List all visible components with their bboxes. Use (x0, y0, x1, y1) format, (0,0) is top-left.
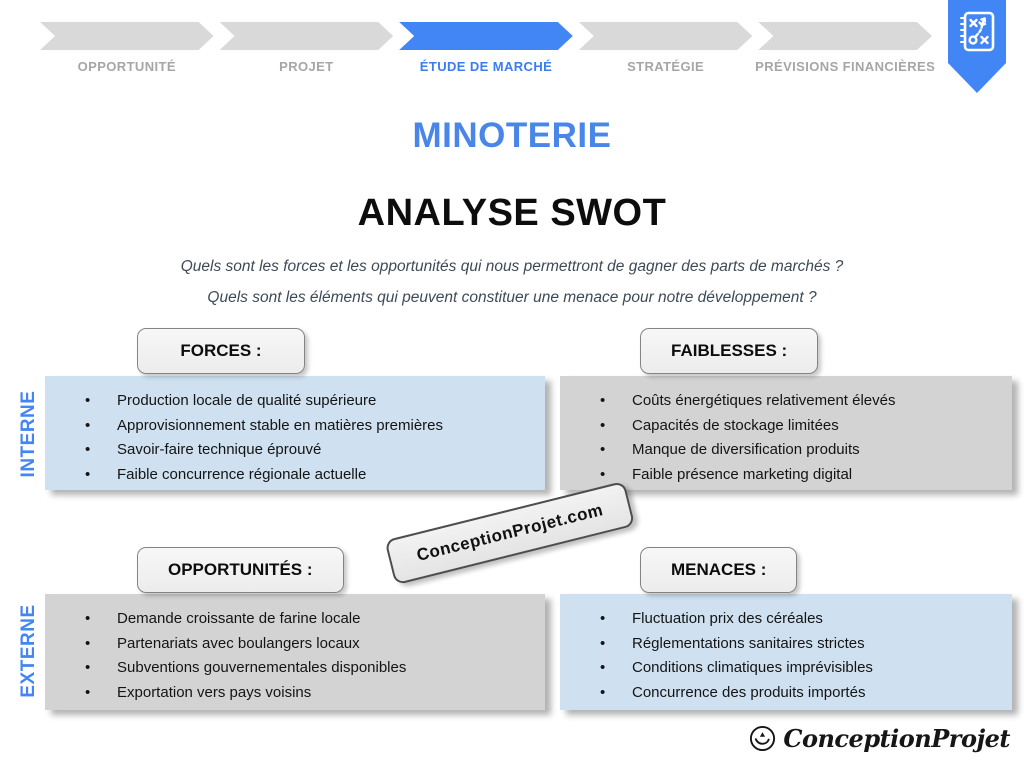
question-1: Quels sont les forces et les opportunité… (180, 258, 844, 275)
opportunites-panel: Demande croissante de farine locale Part… (45, 594, 545, 710)
forces-panel: Production locale de qualité supérieure … (45, 376, 545, 490)
forces-header: FORCES : (137, 328, 305, 374)
project-title: MINOTERIE (412, 116, 612, 155)
list-item: Approvisionnement stable en matières pre… (85, 414, 535, 439)
faiblesses-panel: Coûts énergétiques relativement élevés C… (560, 376, 1012, 490)
footer-brand-logo[interactable]: ConceptionProjet (749, 724, 1010, 753)
list-item: Production locale de qualité supérieure (85, 389, 535, 414)
list-item: Réglementations sanitaires strictes (600, 632, 1002, 657)
slide-title: ANALYSE SWOT (357, 192, 667, 234)
step-etude-de-marche[interactable]: ÉTUDE DE MARCHÉ (399, 22, 573, 74)
faiblesses-list: Coûts énergétiques relativement élevés C… (560, 376, 1012, 487)
list-item: Demande croissante de farine locale (85, 607, 535, 632)
step-opportunite[interactable]: OPPORTUNITÉ (40, 22, 214, 74)
process-stepper: OPPORTUNITÉ PROJET ÉTUDE DE MARCHÉ STRAT… (40, 22, 936, 74)
hand-logo-icon (750, 725, 776, 752)
step-label: PRÉVISIONS FINANCIÈRES (755, 59, 936, 74)
list-item: Coûts énergétiques relativement élevés (600, 389, 1002, 414)
menaces-panel: Fluctuation prix des céréales Réglementa… (560, 594, 1012, 710)
list-item: Exportation vers pays voisins (85, 681, 535, 706)
list-item: Faible concurrence régionale actuelle (85, 463, 535, 488)
footer-brand-text: ConceptionProjet (783, 724, 1010, 753)
opportunites-header: OPPORTUNITÉS : (137, 547, 344, 593)
question-2: Quels sont les éléments qui peuvent cons… (207, 289, 817, 306)
chevron-shape (758, 22, 932, 50)
chevron-shape (220, 22, 394, 50)
list-item: Fluctuation prix des céréales (600, 607, 1002, 632)
step-label: STRATÉGIE (627, 59, 705, 74)
list-item: Capacités de stockage limitées (600, 414, 1002, 439)
step-label: OPPORTUNITÉ (77, 59, 176, 74)
list-item: Conditions climatiques imprévisibles (600, 656, 1002, 681)
chevron-shape (579, 22, 753, 50)
list-item: Faible présence marketing digital (600, 463, 1002, 488)
chevron-shape (40, 22, 214, 50)
list-item: Manque de diversification produits (600, 438, 1002, 463)
list-item: Partenariats avec boulangers locaux (85, 632, 535, 657)
list-item: Subventions gouvernementales disponibles (85, 656, 535, 681)
axis-label-externe: EXTERNE (18, 604, 39, 698)
list-item: Concurrence des produits importés (600, 681, 1002, 706)
strategy-plan-icon (948, 0, 1006, 93)
menaces-header: MENACES : (640, 547, 798, 593)
faiblesses-header: FAIBLESSES : (640, 328, 819, 374)
step-label: PROJET (279, 59, 334, 74)
axis-label-interne: INTERNE (18, 390, 39, 478)
menaces-list: Fluctuation prix des céréales Réglementa… (560, 594, 1012, 705)
list-item: Savoir-faire technique éprouvé (85, 438, 535, 463)
step-previsions-financieres[interactable]: PRÉVISIONS FINANCIÈRES (755, 22, 936, 74)
step-strategie[interactable]: STRATÉGIE (579, 22, 753, 74)
chevron-shape-active (399, 22, 573, 50)
watermark-badge[interactable]: ConceptionProjet.com (384, 480, 636, 586)
step-projet[interactable]: PROJET (220, 22, 394, 74)
bookmark-ribbon (948, 0, 1006, 93)
forces-list: Production locale de qualité supérieure … (45, 376, 545, 487)
opportunites-list: Demande croissante de farine locale Part… (45, 594, 545, 705)
step-label: ÉTUDE DE MARCHÉ (419, 59, 553, 74)
